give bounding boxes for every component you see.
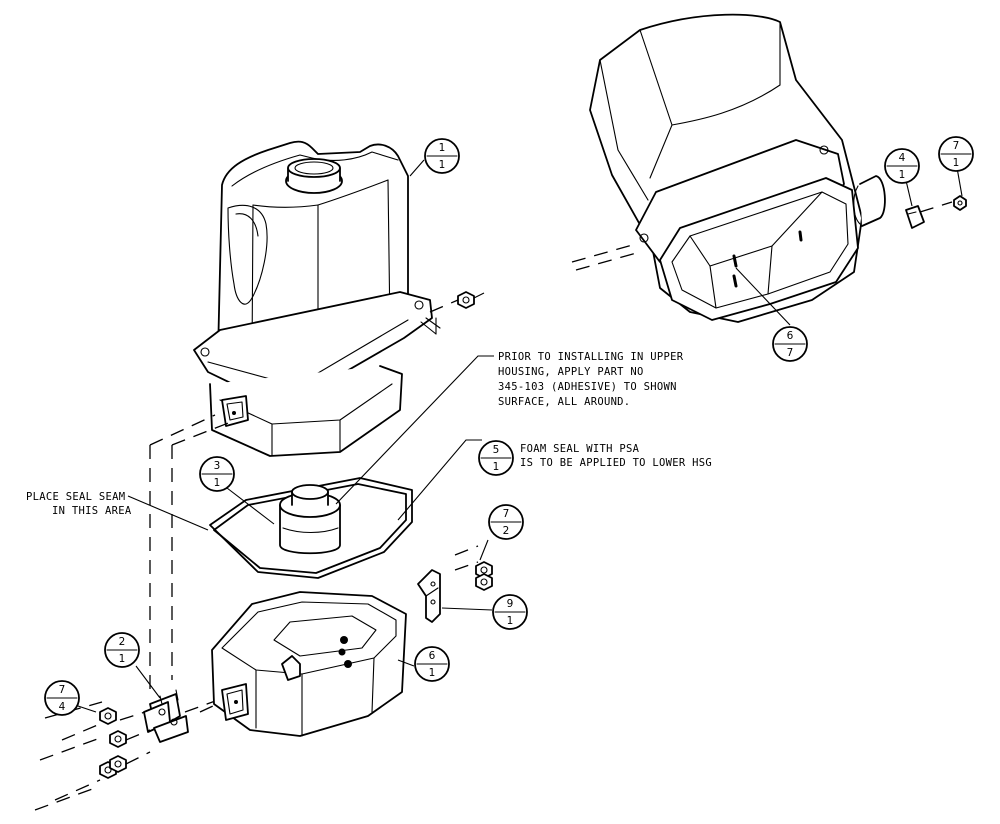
lower-housing bbox=[211, 591, 407, 737]
leader-lines bbox=[71, 159, 963, 713]
note-adhesive: PRIOR TO INSTALLING IN UPPER HOUSING, AP… bbox=[498, 351, 684, 408]
inset-housing-view bbox=[571, 13, 967, 323]
svg-text:6: 6 bbox=[787, 330, 794, 342]
balloon-item-7-qty-1: 7 1 bbox=[938, 136, 974, 172]
svg-text:HOUSING, APPLY PART NO: HOUSING, APPLY PART NO bbox=[498, 366, 644, 378]
balloon-item-2: 2 1 bbox=[104, 632, 140, 668]
nuts-bracket bbox=[475, 561, 493, 591]
svg-text:5: 5 bbox=[493, 444, 500, 456]
balloon-item-4: 4 1 bbox=[884, 148, 920, 184]
balloon-item-1: 1 1 bbox=[424, 138, 460, 174]
balloon-item-3: 3 1 bbox=[199, 456, 235, 492]
svg-text:7: 7 bbox=[953, 140, 960, 152]
svg-text:1: 1 bbox=[507, 615, 514, 627]
balloon-item-7-qty-4: 7 4 bbox=[44, 680, 80, 716]
note-seal-seam: PLACE SEAL SEAM IN THIS AREA bbox=[26, 491, 132, 517]
svg-text:PLACE SEAL SEAM: PLACE SEAL SEAM bbox=[26, 491, 125, 503]
svg-text:7: 7 bbox=[59, 684, 66, 696]
svg-text:IN THIS AREA: IN THIS AREA bbox=[52, 505, 132, 517]
svg-text:7: 7 bbox=[503, 508, 510, 520]
balloon-item-5: 5 1 bbox=[478, 440, 514, 476]
svg-text:7: 7 bbox=[787, 347, 794, 359]
svg-text:SURFACE, ALL AROUND.: SURFACE, ALL AROUND. bbox=[498, 396, 630, 408]
svg-text:6: 6 bbox=[429, 650, 436, 662]
svg-text:9: 9 bbox=[507, 598, 514, 610]
svg-text:1: 1 bbox=[214, 477, 221, 489]
bracket bbox=[417, 569, 441, 623]
svg-text:PRIOR TO INSTALLING IN UPPER: PRIOR TO INSTALLING IN UPPER bbox=[498, 351, 684, 363]
seal-nozzle bbox=[279, 484, 341, 555]
svg-text:1: 1 bbox=[899, 169, 906, 181]
svg-text:1: 1 bbox=[439, 142, 446, 154]
svg-text:1: 1 bbox=[429, 667, 436, 679]
svg-text:1: 1 bbox=[119, 653, 126, 665]
balloon-item-9: 9 1 bbox=[492, 594, 528, 630]
svg-text:FOAM SEAL WITH PSA: FOAM SEAL WITH PSA bbox=[520, 443, 640, 455]
balloon-item-6: 6 1 bbox=[414, 646, 450, 682]
svg-text:345-103 (ADHESIVE) TO SHOWN: 345-103 (ADHESIVE) TO SHOWN bbox=[498, 381, 677, 393]
svg-text:1: 1 bbox=[493, 461, 500, 473]
balloon-item-6-qty-7: 6 7 bbox=[772, 326, 808, 362]
upper-housing bbox=[193, 140, 441, 457]
svg-text:4: 4 bbox=[899, 152, 906, 164]
nuts-left bbox=[39, 707, 151, 779]
svg-text:4: 4 bbox=[59, 701, 66, 713]
balloon-item-7-qty-2: 7 2 bbox=[488, 504, 524, 540]
svg-text:2: 2 bbox=[503, 525, 510, 537]
svg-text:IS TO BE APPLIED TO LOWER HSG: IS TO BE APPLIED TO LOWER HSG bbox=[520, 457, 712, 469]
nut-upper-right bbox=[429, 291, 485, 313]
hinge-bracket bbox=[143, 689, 189, 743]
svg-text:2: 2 bbox=[119, 636, 126, 648]
note-foam-seal: FOAM SEAL WITH PSA IS TO BE APPLIED TO L… bbox=[520, 443, 712, 469]
svg-text:1: 1 bbox=[439, 159, 446, 171]
svg-text:1: 1 bbox=[953, 157, 960, 169]
svg-text:3: 3 bbox=[214, 460, 221, 472]
